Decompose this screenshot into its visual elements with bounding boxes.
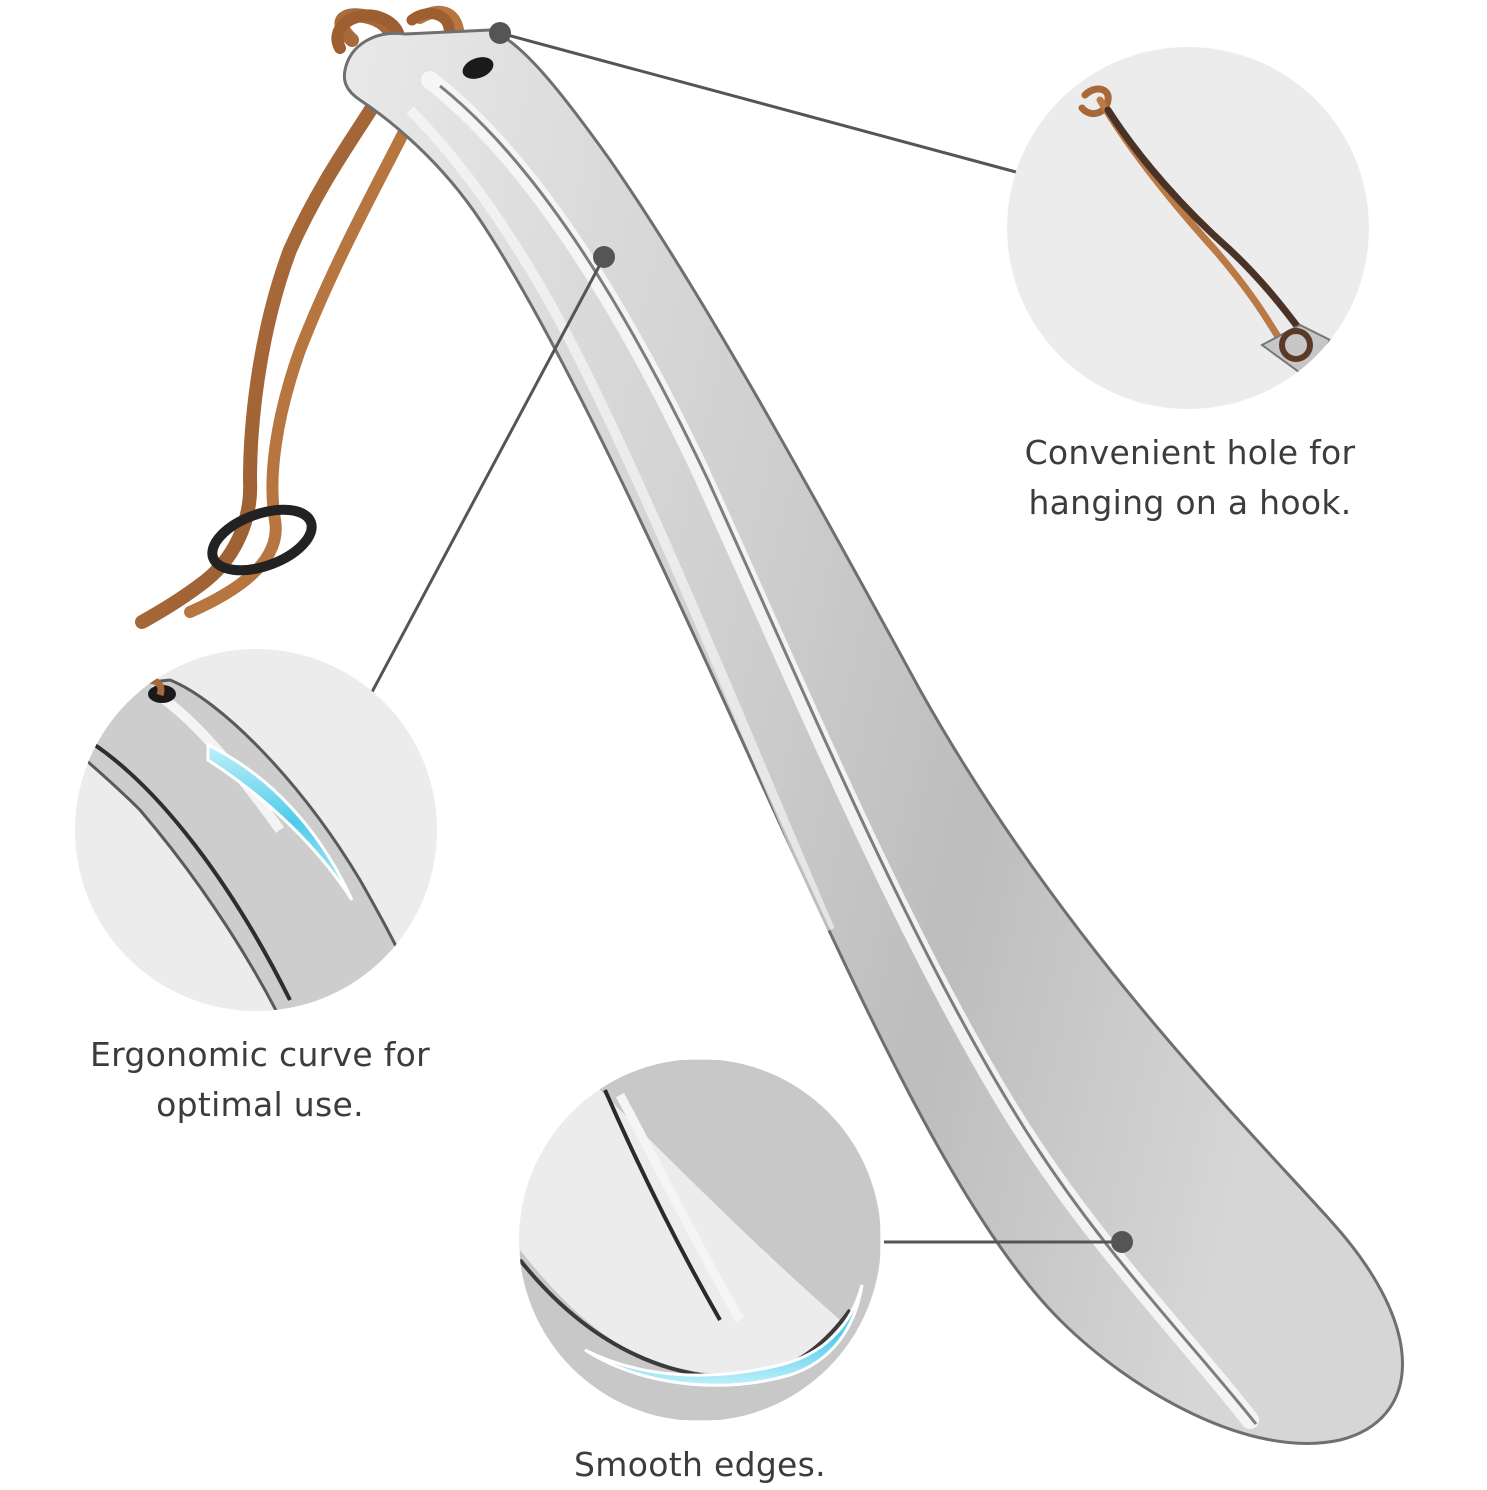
inset-edges bbox=[519, 1059, 881, 1421]
leader-lines bbox=[370, 31, 1122, 1244]
edge-highlight bbox=[584, 1284, 864, 1387]
caption-hanging-hole-line2: hanging on a hook. bbox=[1028, 483, 1352, 522]
rubber-ring bbox=[207, 504, 317, 576]
shoehorn bbox=[135, 5, 1404, 1445]
inset-curve bbox=[75, 649, 437, 1011]
caption-ergonomic-curve-line1: Ergonomic curve for bbox=[89, 1035, 431, 1074]
caption-smooth-edges-line1: Smooth edges. bbox=[574, 1445, 826, 1484]
caption-hanging-hole-line1: Convenient hole for bbox=[1024, 433, 1356, 472]
caption-ergonomic-curve: Ergonomic curve for optimal use. bbox=[50, 1030, 470, 1130]
shoehorn-body bbox=[342, 28, 1404, 1445]
leader-dot-curve bbox=[593, 246, 615, 268]
hanging-hole bbox=[462, 57, 494, 79]
inset-hole bbox=[1007, 47, 1369, 409]
leader-dots bbox=[489, 22, 1133, 1253]
caption-hanging-hole: Convenient hole for hanging on a hook. bbox=[990, 428, 1390, 528]
caption-ergonomic-curve-line2: optimal use. bbox=[156, 1085, 364, 1124]
leader-dot-hole bbox=[489, 22, 511, 44]
curve-highlight bbox=[206, 742, 354, 901]
caption-smooth-edges: Smooth edges. bbox=[500, 1440, 900, 1490]
leader-dot-edges bbox=[1111, 1231, 1133, 1253]
